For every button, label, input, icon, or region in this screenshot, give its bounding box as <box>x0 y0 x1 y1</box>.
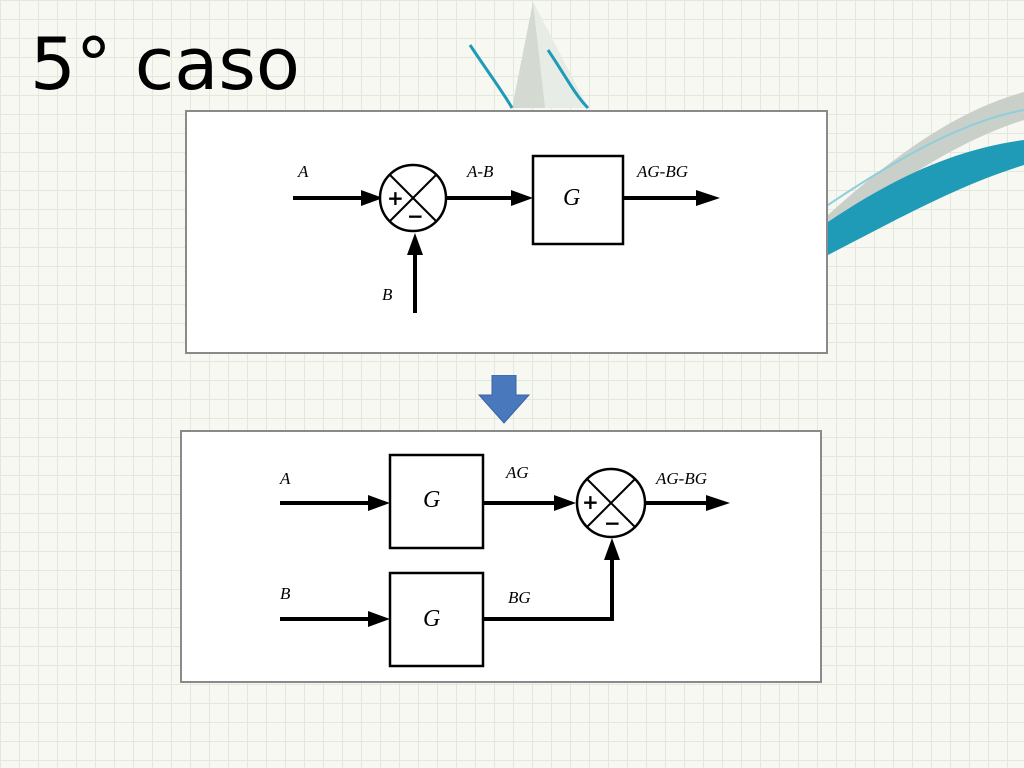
label-input-b: B <box>382 285 393 304</box>
block-g-top <box>388 453 485 550</box>
right-ribbon-teal <box>828 140 1024 255</box>
label-input-a: A <box>298 162 309 181</box>
minus-sign: − <box>604 511 621 535</box>
label-a-minus-b: A-B <box>467 162 494 181</box>
arrow-head-output <box>696 190 720 206</box>
label-ag: AG <box>506 463 529 482</box>
arrow-head-a <box>368 495 390 511</box>
label-output: AG-BG <box>656 469 707 488</box>
right-ribbon-light <box>827 109 1024 206</box>
arrow-head-ag <box>554 495 576 511</box>
arrow-head-a-minus-b <box>511 190 533 206</box>
top-sail-highlight <box>533 2 588 108</box>
diagram-after: A B G G AG BG AG-BG + − <box>180 430 822 683</box>
label-block-g-bottom: G <box>423 606 441 632</box>
label-bg: BG <box>508 588 531 607</box>
plus-sign: + <box>582 490 599 514</box>
diagram-after-lines <box>180 430 822 683</box>
arrow-head-bg <box>604 538 620 560</box>
label-output: AG-BG <box>637 162 688 181</box>
label-input-b: B <box>280 584 291 603</box>
minus-sign: − <box>407 204 424 228</box>
top-swoosh-teal-2 <box>546 49 590 110</box>
arrow-head-output <box>706 495 730 511</box>
arrow-head-a <box>361 190 383 206</box>
diagram-before-lines <box>185 110 828 354</box>
slide-title: 5° caso <box>30 22 300 106</box>
arrow-head-b <box>368 611 390 627</box>
top-swoosh-teal <box>468 44 514 109</box>
diagram-before: A B A-B G AG-BG + − <box>185 110 828 354</box>
label-input-a: A <box>280 469 291 488</box>
label-block-g: G <box>563 185 581 211</box>
plus-sign: + <box>387 186 404 210</box>
transform-down-arrow <box>478 375 530 424</box>
arrow-head-b <box>407 233 423 255</box>
label-block-g-top: G <box>423 487 441 513</box>
